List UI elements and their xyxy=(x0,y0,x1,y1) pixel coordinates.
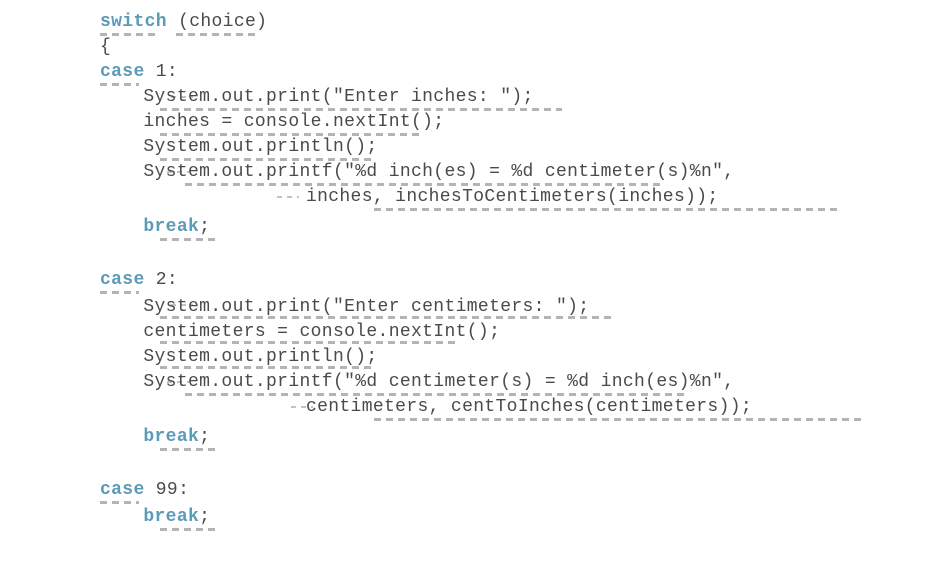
text-layer-artifact-underline xyxy=(100,501,139,504)
code-keyword: case xyxy=(100,480,145,500)
code-line: case 1: xyxy=(100,60,178,85)
code-line: centimeters = console.nextInt(); xyxy=(143,320,500,345)
code-text: System.out.printf("%d centimeter(s) = %d… xyxy=(143,372,735,392)
code-line: break; xyxy=(143,425,210,450)
code-line: inches = console.nextInt(); xyxy=(143,110,444,135)
text-layer-artifact-underline xyxy=(185,393,685,396)
text-layer-artifact-underline xyxy=(277,196,299,198)
code-text: ; xyxy=(199,507,211,527)
code-line: switch (choice) xyxy=(100,10,267,35)
text-layer-artifact-underline xyxy=(100,291,139,294)
text-layer-artifact-underline xyxy=(100,33,156,36)
code-text: System.out.printf("%d inch(es) = %d cent… xyxy=(143,162,735,182)
code-keyword: break xyxy=(143,427,200,447)
text-layer-artifact-underline xyxy=(160,316,616,319)
code-line: centimeters, centToInches(centimeters)); xyxy=(306,395,752,420)
code-text: (choice) xyxy=(166,12,268,32)
code-text: { xyxy=(100,37,112,57)
code-text: System.out.print("Enter centimeters: "); xyxy=(143,297,590,317)
text-layer-artifact-underline xyxy=(160,108,562,111)
text-layer-artifact-underline xyxy=(160,528,218,531)
code-text: centimeters = console.nextInt(); xyxy=(143,322,501,342)
code-keyword: switch xyxy=(100,12,167,32)
code-keyword: case xyxy=(100,62,145,82)
text-layer-artifact-underline xyxy=(160,158,372,161)
text-layer-artifact-underline xyxy=(176,33,256,36)
code-line: inches, inchesToCentimeters(inches)); xyxy=(306,185,719,210)
text-layer-artifact-underline xyxy=(374,418,864,421)
code-line: System.out.println(); xyxy=(143,135,377,160)
text-layer-artifact-underline xyxy=(167,171,189,173)
code-line: case 99: xyxy=(100,478,189,503)
code-line: System.out.printf("%d centimeter(s) = %d… xyxy=(143,370,734,395)
code-line: System.out.print("Enter centimeters: "); xyxy=(143,295,589,320)
code-keyword: case xyxy=(100,270,145,290)
code-text: System.out.print("Enter inches: "); xyxy=(143,87,534,107)
code-text: System.out.println(); xyxy=(143,347,378,367)
text-layer-artifact-underline xyxy=(160,238,218,241)
code-line: System.out.print("Enter inches: "); xyxy=(143,85,533,110)
code-text: 2: xyxy=(144,270,179,290)
code-line: System.out.printf("%d inch(es) = %d cent… xyxy=(143,160,734,185)
text-layer-artifact-underline xyxy=(374,208,840,211)
code-text: centimeters, centToInches(centimeters)); xyxy=(305,397,753,417)
code-line: System.out.println(); xyxy=(143,345,377,370)
code-text: inches = console.nextInt(); xyxy=(143,112,445,132)
text-layer-artifact-underline xyxy=(185,183,663,186)
code-text: ; xyxy=(199,217,211,237)
code-line: case 2: xyxy=(100,268,178,293)
code-line: break; xyxy=(143,215,210,240)
code-line: break; xyxy=(143,505,210,530)
text-layer-artifact-underline xyxy=(171,304,193,306)
text-layer-artifact-underline xyxy=(291,406,313,408)
text-layer-artifact-underline xyxy=(160,341,460,344)
text-layer-artifact-underline xyxy=(160,366,372,369)
text-layer-artifact-underline xyxy=(100,83,139,86)
text-layer-artifact-underline xyxy=(160,133,422,136)
code-text: inches, inchesToCentimeters(inches)); xyxy=(305,187,719,207)
code-keyword: break xyxy=(143,507,200,527)
text-layer-artifact-underline xyxy=(160,448,218,451)
text-layer-artifact-underline xyxy=(171,96,193,98)
code-keyword: break xyxy=(143,217,200,237)
code-text: System.out.println(); xyxy=(143,137,378,157)
code-text: ; xyxy=(199,427,211,447)
text-layer-artifact-underline xyxy=(167,381,189,383)
code-text: 1: xyxy=(144,62,179,82)
code-line: { xyxy=(100,35,111,60)
code-text: 99: xyxy=(144,480,190,500)
